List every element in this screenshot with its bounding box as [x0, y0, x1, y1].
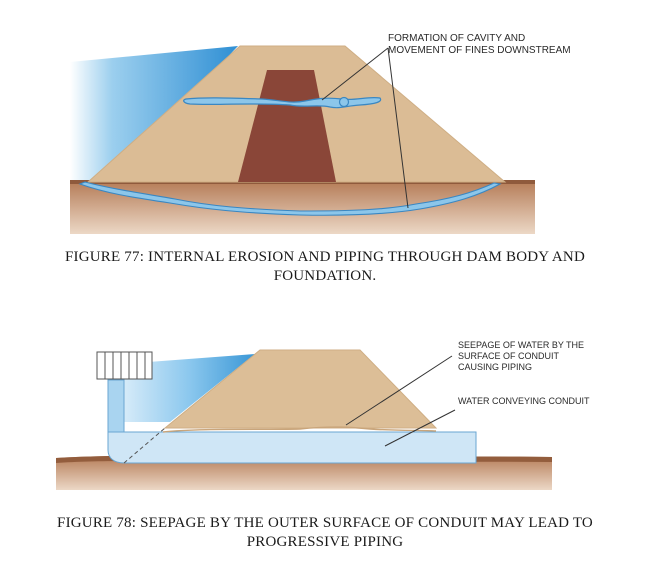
annotation-water-conveying-conduit: WATER CONVEYING CONDUIT	[458, 396, 590, 407]
annotation-line: WATER CONVEYING CONDUIT	[458, 396, 590, 406]
caption-line: PROGRESSIVE PIPING	[246, 534, 404, 550]
annotation-leader-lines	[345, 355, 456, 447]
annotation-line: CAUSING PIPING	[458, 362, 533, 372]
water-conveying-conduit	[107, 426, 477, 464]
annotation-seepage-by-conduit: SEEPAGE OF WATER BY THE SURFACE OF CONDU…	[458, 340, 584, 373]
foundation-ground	[70, 180, 535, 234]
caption-line: FIGURE 78: SEEPAGE BY THE OUTER SURFACE …	[57, 515, 593, 531]
dam-core	[238, 70, 336, 182]
annotation-leader-lines	[321, 47, 409, 209]
seepage-pipe-foundation	[78, 181, 502, 216]
seepage-pipe-dam-body	[183, 96, 382, 109]
figure-77-illustration	[70, 45, 535, 234]
figure-77-caption: FIGURE 77: INTERNAL EROSION AND PIPING T…	[0, 248, 650, 286]
foundation-ground	[56, 455, 552, 490]
intake-tower	[96, 351, 153, 439]
annotation-line: MOVEMENT OF FINES DOWNSTREAM	[388, 45, 571, 56]
annotation-line: FORMATION OF CAVITY AND	[388, 33, 526, 44]
reservoir-water	[122, 354, 255, 422]
annotation-line: SEEPAGE OF WATER BY THE	[458, 340, 585, 350]
dam-embankment	[163, 349, 438, 429]
annotation-cavity-formation: FORMATION OF CAVITY AND MOVEMENT OF FINE…	[388, 33, 571, 57]
caption-line: FIGURE 77: INTERNAL EROSION AND PIPING T…	[64, 249, 585, 265]
annotation-line: SURFACE OF CONDUIT	[458, 351, 560, 361]
reservoir-water	[70, 46, 238, 181]
figure-78-caption: FIGURE 78: SEEPAGE BY THE OUTER SURFACE …	[0, 514, 650, 552]
caption-line: FOUNDATION.	[273, 268, 377, 284]
seepage-dashed-line	[123, 427, 166, 464]
